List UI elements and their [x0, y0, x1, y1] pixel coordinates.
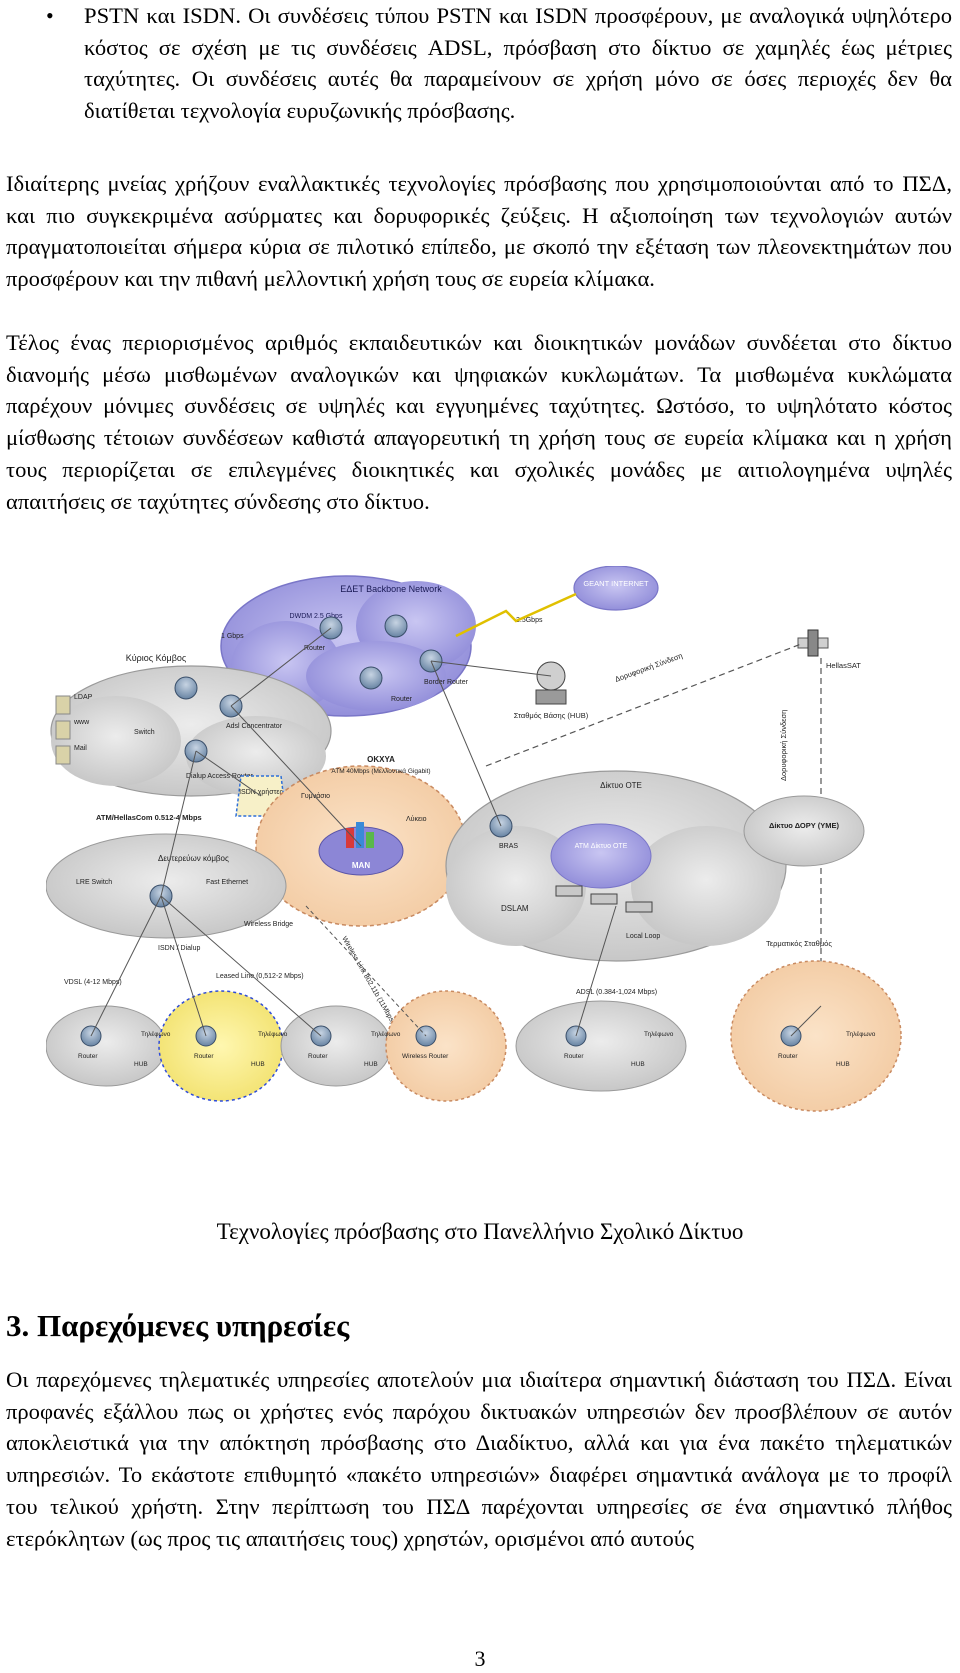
atm-40-label: ATM 40Mbps (Μελλοντικά Gigabit): [331, 767, 430, 775]
geant-cloud: GEANT INTERNET: [573, 565, 659, 611]
router-label: Router: [194, 1053, 214, 1060]
network-diagram: ΕΔΕΤ Backbone Network DWDM 2.5 Gbps GEAN…: [45, 565, 906, 1156]
fast-ethernet-label: Fast Ethernet: [206, 879, 248, 886]
ote-cloud: Δίκτυο ΟΤΕ BRAS ATM Δίκτυο ΟΤΕ DSLAM Loc…: [445, 770, 787, 962]
dory-label: Δίκτυο ΔΟΡΥ (ΥΜΕ): [769, 821, 840, 830]
hub-label: HUB: [364, 1061, 378, 1068]
wireless-router-label: Wireless Router: [402, 1053, 449, 1060]
section-title: Παρεχόμενες υπηρεσίες: [37, 1308, 350, 1343]
telephone-label: Τηλέφωνο: [141, 1030, 171, 1038]
leased-line-label: Leased Line (0,512-2 Mbps): [216, 973, 304, 980]
dwdm-label: DWDM 2.5 Gbps: [290, 613, 343, 620]
section-heading: 3. Παρεχόμενες υπηρεσίες: [6, 1306, 349, 1346]
gbps1-label: 1 Gbps: [221, 633, 244, 640]
backbone-label: ΕΔΕΤ Backbone Network: [340, 584, 442, 594]
dslam-label: DSLAM: [501, 904, 529, 913]
school-cloud-4: [385, 990, 507, 1102]
school-cloud-1: [45, 1005, 167, 1087]
router-icon: [174, 676, 198, 700]
connection-lines: [90, 627, 822, 1037]
router-icon: [359, 666, 383, 690]
telephone-label: Τηλέφωνο: [846, 1030, 876, 1038]
okxya-label: ΟΚΧΥΑ: [367, 755, 395, 764]
telephone-label: Τηλέφωνο: [258, 1030, 288, 1038]
school-cloud-6: [730, 960, 902, 1112]
lightning-link: [455, 592, 577, 638]
man-bar-blue: [356, 822, 364, 848]
adsl-speed-label: ADSL (0.384-1,024 Mbps): [576, 989, 657, 996]
geant-label: GEANT INTERNET: [583, 579, 649, 588]
atm-ote-label: ATM Δίκτυο ΟΤΕ: [575, 842, 628, 850]
ote-net-label: Δίκτυο ΟΤΕ: [600, 781, 642, 790]
adsl-conc-label: Adsl Concentrator: [226, 723, 283, 730]
paragraph-alternative-tech: Ιδιαίτερης μνείας χρήζουν εναλλακτικές τ…: [6, 171, 952, 292]
router-label: Router: [78, 1053, 98, 1060]
isdn-users-label: ISDN χρήστες: [239, 789, 283, 796]
figure-caption: Τεχνολογίες πρόσβασης στο Πανελλήνιο Σχο…: [216, 1219, 744, 1244]
school-cloud-2: [158, 990, 284, 1102]
paragraph-leased-lines: Τέλος ένας περιορισμένος αριθμός εκπαιδε…: [6, 330, 952, 514]
school-cloud-5: [515, 1000, 687, 1092]
hub-label: HUB: [251, 1061, 265, 1068]
router-icon: [384, 614, 408, 638]
section-number: 3.: [6, 1308, 30, 1343]
man-bar-green: [366, 832, 374, 848]
satellite-link-vertical-label: Δορυφορική Σύνδεση: [779, 710, 788, 781]
ldap-label: LDAP: [74, 694, 93, 701]
network-diagram-svg: ΕΔΕΤ Backbone Network DWDM 2.5 Gbps GEAN…: [45, 565, 902, 1112]
paragraph-services: Οι παρεχόμενες τηλεματικές υπηρεσίες απο…: [6, 1367, 952, 1551]
router-label: Router: [391, 696, 413, 703]
hub-label: HUB: [836, 1061, 850, 1068]
bullet-text: PSTN και ISDN. Οι συνδέσεις τύπου PSTN κ…: [84, 3, 952, 124]
router-label: Router: [304, 645, 326, 652]
satellite: HellasSAT: [797, 629, 861, 670]
satellite-link-line: [485, 643, 802, 767]
man-label: MAN: [352, 861, 370, 870]
page-number: 3: [474, 1646, 486, 1671]
router-label: Router: [564, 1053, 584, 1060]
bras-label: BRAS: [499, 843, 518, 850]
router-label: Router: [778, 1053, 798, 1060]
dialup-access-label: Dialup Access Router: [186, 773, 254, 780]
www-server-icon: [55, 720, 71, 740]
kyrios-komvos-label: Κύριος Κόμβος: [126, 653, 187, 663]
router-label: Router: [308, 1053, 328, 1060]
isdn-dialup-label: ISDN / Dialup: [158, 945, 201, 952]
link-2-5-label: 2.5Gbps: [516, 617, 543, 624]
satellite-body-icon: [807, 629, 819, 657]
border-router-label: Border Router: [424, 679, 469, 686]
terminal-station-label: Τερματικός Σταθμός: [766, 939, 832, 948]
telephone-label: Τηλέφωνο: [644, 1030, 674, 1038]
atm-hellascom-label: ATM/HellasCom 0.512-4 Mbps: [96, 813, 202, 822]
wireless-bridge-label: Wireless Bridge: [244, 921, 293, 928]
hub-label: HUB: [134, 1061, 148, 1068]
switch-label: Switch: [134, 729, 155, 736]
vdsl-label: VDSL (4-12 Mbps): [64, 979, 122, 986]
school-cloud-3: [280, 1005, 392, 1087]
dory-cloud: Δίκτυο ΔΟΡΥ (ΥΜΕ): [743, 795, 865, 867]
bullet-symbol: •: [46, 3, 54, 28]
www-label: www: [73, 719, 90, 726]
lykeio-label: Λύκειο: [406, 815, 427, 823]
hub-label: HUB: [631, 1061, 645, 1068]
telephone-label: Τηλέφωνο: [371, 1030, 401, 1038]
satellite-link-label: Δορυφορική Σύνδεση: [614, 651, 684, 684]
local-loop-label: Local Loop: [626, 933, 660, 940]
secondary-node-label: Δευτερεύων κόμβος: [158, 854, 229, 863]
ldap-server-icon: [55, 695, 71, 715]
lre-switch-label: LRE Switch: [76, 879, 112, 886]
base-station-label: Σταθμός Βάσης (HUB): [514, 711, 589, 720]
base-station: Σταθμός Βάσης (HUB): [514, 661, 589, 720]
mail-server-icon: [55, 745, 71, 765]
mail-label: Mail: [74, 745, 87, 752]
main-node-cloud: Κύριος Κόμβος LDAP www Mail Switch Adsl …: [50, 653, 332, 797]
gymnasio-label: Γυμνάσιο: [301, 792, 330, 800]
hellassat-label: HellasSAT: [826, 661, 861, 670]
man-bar-red: [346, 828, 354, 848]
